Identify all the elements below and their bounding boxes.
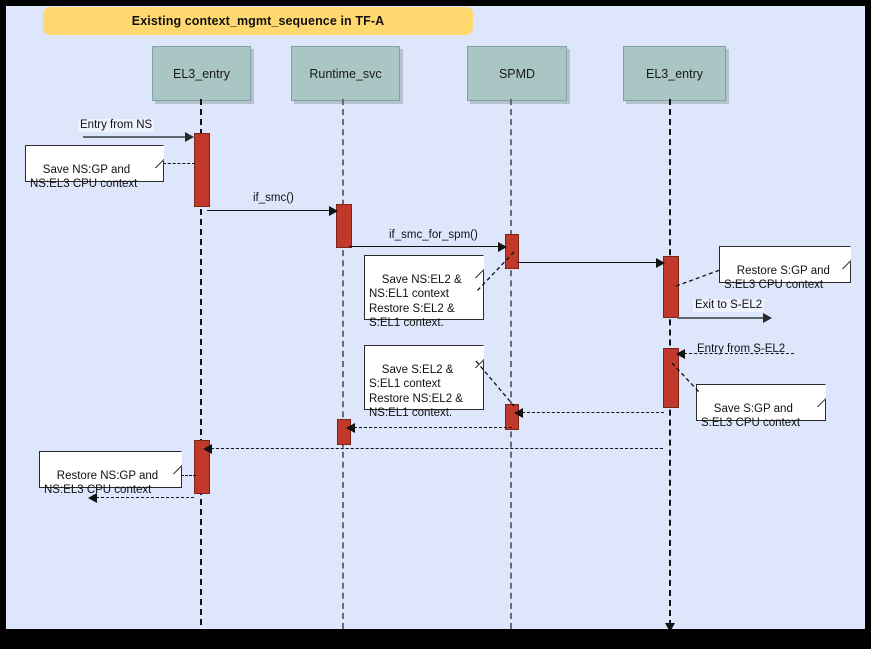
note-text: Save NS:GP and NS:EL3 CPU context xyxy=(30,163,138,191)
note-fold-corner xyxy=(468,345,484,361)
message-line-exit-to-s-el2[interactable] xyxy=(677,317,765,319)
message-line-return-to-ns[interactable] xyxy=(96,497,194,498)
note-restore-ns-gp: Restore NS:GP and NS:EL3 CPU context xyxy=(39,451,182,496)
note-text: Save S:EL2 & S:EL1 context Restore NS:EL… xyxy=(369,363,463,420)
note-save-s-el2: Save S:EL2 & S:EL1 context Restore NS:EL… xyxy=(364,345,484,419)
message-line-spmd-to-el3-entry-s[interactable] xyxy=(517,262,659,263)
note-text: Save S:GP and S:EL3 CPU context xyxy=(701,402,801,430)
message-line-entry-from-ns[interactable] xyxy=(83,136,186,138)
message-arrowhead-spmd-to-el3-entry-s xyxy=(656,258,665,268)
lifeline-label: Runtime_svc xyxy=(309,66,382,81)
note-fold-corner xyxy=(810,384,826,400)
note-fold-corner xyxy=(148,145,164,161)
lifeline-head-el3-entry-ns[interactable]: EL3_entry xyxy=(152,46,251,101)
message-arrowhead-spmd-to-runtime-svc xyxy=(346,423,355,433)
message-line-el3-entry-s-to-el3-entry-ns[interactable] xyxy=(211,448,663,449)
note-leader-restore-s-gp xyxy=(675,269,721,287)
note-save-ns-gp: Save NS:GP and NS:EL3 CPU context xyxy=(25,145,164,190)
message-label-if-smc-for-spm: if_smc_for_spm() xyxy=(389,229,478,241)
activation-el3-entry-s-1 xyxy=(663,256,679,318)
message-arrowhead-entry-from-s-el2 xyxy=(676,349,685,359)
message-line-if-smc[interactable] xyxy=(207,210,331,211)
note-leader-save-ns-el2 xyxy=(475,251,515,293)
message-label-entry-from-s-el2: Entry from S-EL2 xyxy=(697,343,786,355)
note-text: Restore S:GP and S:EL3 CPU context xyxy=(724,264,830,292)
message-label-if-smc: if_smc() xyxy=(253,192,294,204)
diagram-title-banner: Existing context_mgmt_sequence in TF-A xyxy=(43,7,473,35)
message-line-if-smc-for-spm[interactable] xyxy=(349,246,501,247)
note-leader-save-s-el2 xyxy=(475,360,515,407)
lifeline-head-spmd[interactable]: SPMD xyxy=(467,46,567,101)
message-arrowhead-if-smc-for-spm xyxy=(498,242,507,252)
message-label-entry-from-ns: Entry from NS xyxy=(78,119,155,132)
message-arrowhead-el3-entry-s-to-spmd xyxy=(514,408,523,418)
note-leader-save-s-gp xyxy=(671,362,700,393)
note-restore-s-gp: Restore S:GP and S:EL3 CPU context xyxy=(719,246,851,291)
activation-el3-entry-s-2 xyxy=(663,348,679,408)
message-label-exit-to-s-el2: Exit to S-EL2 xyxy=(693,299,765,312)
message-line-spmd-to-runtime-svc[interactable] xyxy=(354,427,512,428)
lifeline-stem-runtime-svc xyxy=(342,99,344,629)
note-fold-corner xyxy=(166,451,182,467)
diagram-title-text: Existing context_mgmt_sequence in TF-A xyxy=(131,14,385,28)
activation-runtime-svc-1 xyxy=(336,204,352,248)
note-fold-corner xyxy=(835,246,851,262)
message-line-el3-entry-s-to-spmd[interactable] xyxy=(522,412,664,413)
message-arrowhead-if-smc xyxy=(329,206,338,216)
message-arrowhead-exit-to-s-el2 xyxy=(763,313,772,323)
note-fold-corner xyxy=(468,255,484,271)
message-arrowhead-el3-entry-s-to-el3-entry-ns xyxy=(203,444,212,454)
lifeline-stem-spmd xyxy=(510,99,512,629)
note-save-ns-el2: Save NS:EL2 & NS:EL1 context Restore S:E… xyxy=(364,255,484,329)
sequence-diagram-canvas: Existing context_mgmt_sequence in TF-A E… xyxy=(6,6,865,629)
note-save-s-gp: Save S:GP and S:EL3 CPU context xyxy=(696,384,826,429)
message-arrowhead-entry-from-ns xyxy=(185,132,194,142)
lifeline-label: EL3_entry xyxy=(646,66,703,81)
note-leader-save-ns-gp xyxy=(163,163,195,164)
lifeline-stem-el3-entry-ns xyxy=(200,99,202,625)
lifeline-head-el3-entry-s[interactable]: EL3_entry xyxy=(623,46,726,101)
lifeline-end-arrow-el3-entry-s xyxy=(665,623,675,629)
lifeline-label: EL3_entry xyxy=(173,66,230,81)
lifeline-label: SPMD xyxy=(498,66,536,81)
note-text: Save NS:EL2 & NS:EL1 context Restore S:E… xyxy=(369,273,462,330)
activation-el3-entry-ns-1 xyxy=(194,133,210,207)
note-text: Restore NS:GP and NS:EL3 CPU context xyxy=(44,469,159,497)
note-leader-restore-ns-gp xyxy=(181,475,196,476)
message-arrowhead-return-to-ns xyxy=(88,493,97,503)
lifeline-head-runtime-svc[interactable]: Runtime_svc xyxy=(291,46,400,101)
message-line-entry-from-s-el2[interactable] xyxy=(684,353,794,354)
